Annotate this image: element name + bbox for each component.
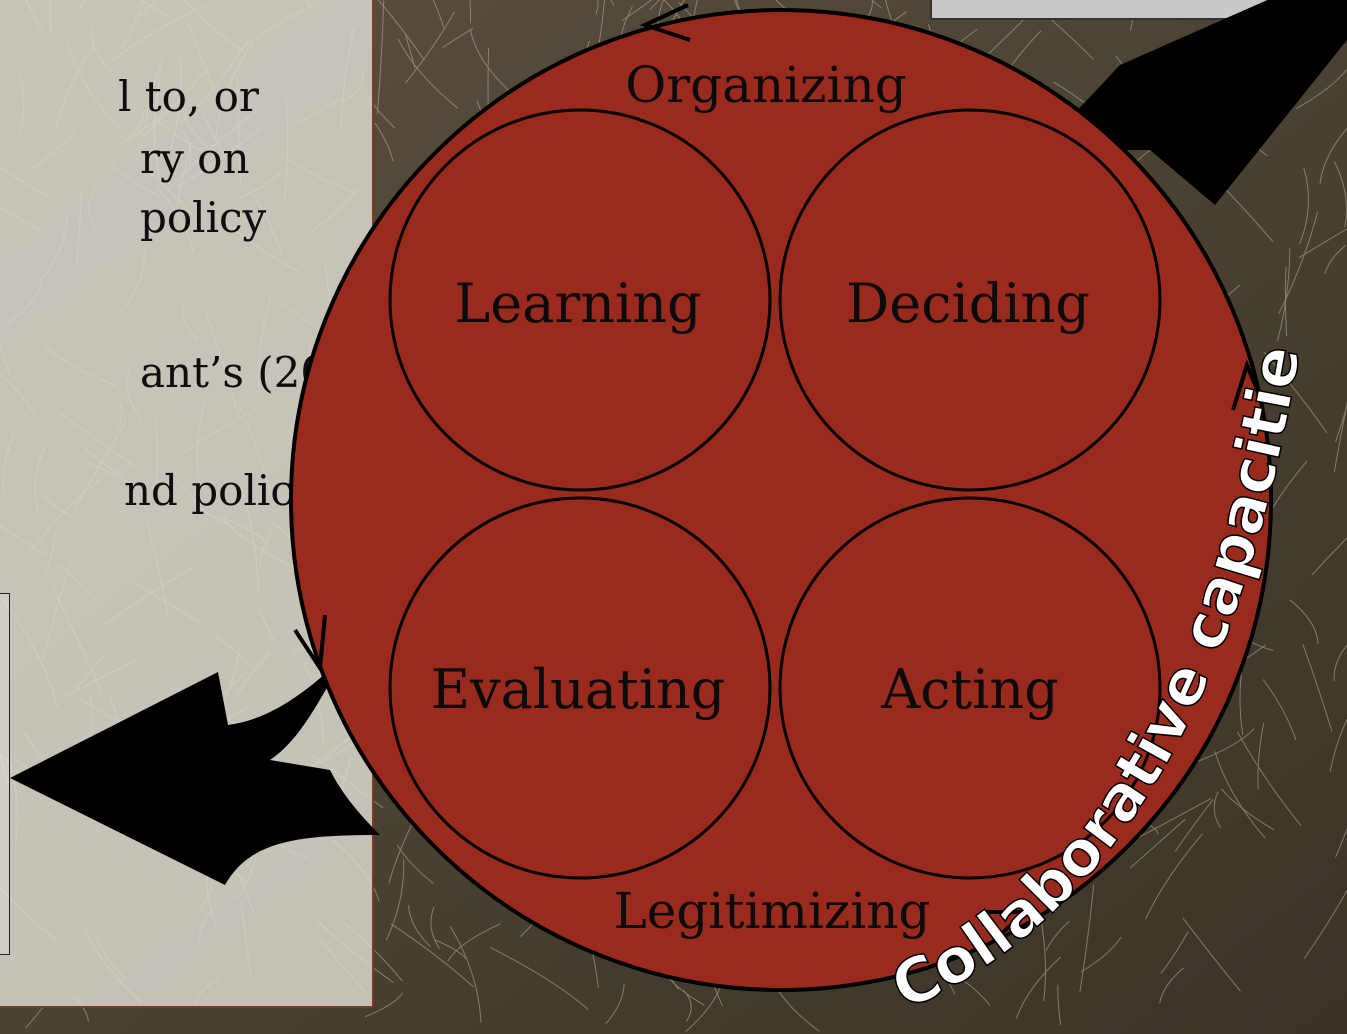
grass-stroke (1333, 644, 1347, 682)
grass-stroke (1303, 889, 1347, 959)
organizing-label: Organizing (625, 56, 906, 114)
grass-stroke (1045, 920, 1070, 951)
grass-stroke (1039, 915, 1046, 1001)
outer-cycle-circle (289, 8, 1273, 992)
grass-stroke (1015, 956, 1062, 1019)
grass-stroke (405, 11, 455, 84)
grass-stroke (1182, 917, 1241, 992)
grass-stroke (1277, 248, 1291, 341)
grass-stroke (1196, 728, 1255, 763)
arrowhead-top-icon (639, 3, 691, 42)
grass-stroke (365, 992, 404, 1018)
grass-stroke (430, 906, 440, 950)
grass-stroke (1213, 791, 1222, 829)
grass-stroke (1333, 161, 1347, 228)
outgoing-arrow (10, 655, 380, 885)
grass-stroke (1302, 644, 1333, 732)
grass-stroke (1129, 818, 1186, 869)
grass-stroke (685, 984, 722, 1032)
arrowhead-bottom-icon (982, 910, 1031, 937)
grass-stroke (1278, 211, 1319, 315)
grass-stroke (1324, 244, 1347, 274)
grass-stroke (1263, 351, 1328, 434)
grass-stroke (408, 904, 432, 948)
grass-stroke (1296, 68, 1347, 109)
grass-stroke (649, 0, 660, 11)
grass-stroke (396, 844, 434, 884)
evaluating-label: Evaluating (431, 658, 726, 721)
grass-stroke (1335, 827, 1347, 858)
grass-stroke (1057, 984, 1062, 1026)
panel-line-1: l to, or (118, 72, 260, 121)
grass-stroke (595, 0, 599, 15)
grass-stroke (1214, 751, 1266, 839)
inner-box (0, 593, 10, 955)
grass-stroke (435, 939, 467, 959)
incoming-arrow (1040, 0, 1347, 205)
deciding-circle (778, 108, 1162, 492)
grass-stroke (449, 926, 482, 1023)
grass-stroke (1236, 731, 1302, 827)
grass-stroke (374, 122, 394, 162)
legitimizing-label: Legitimizing (614, 882, 931, 940)
grass-stroke (1129, 0, 1136, 31)
acting-circle (778, 496, 1162, 880)
grass-stroke (605, 983, 625, 1025)
grass-stroke (489, 946, 589, 1010)
grass-stroke (469, 29, 513, 94)
grass-stroke (442, 27, 474, 48)
learning-label: Learning (454, 272, 701, 335)
grass-stroke (447, 923, 501, 962)
grass-stroke (1080, 936, 1122, 973)
grass-stroke (1299, 167, 1309, 245)
grass-stroke (1257, 722, 1265, 790)
grass-stroke (1333, 401, 1347, 472)
arrowhead-left-icon (293, 614, 327, 674)
grass-stroke (1289, 599, 1319, 644)
grass-stroke (404, 34, 416, 69)
deciding-label: Deciding (846, 272, 1090, 335)
panel-line-3: policy (140, 193, 267, 242)
grass-stroke (871, 0, 882, 9)
grass-stroke (432, 0, 445, 28)
grass-stroke (1160, 931, 1189, 974)
grass-stroke (1174, 799, 1214, 852)
panel-line-5: nd policy (124, 466, 318, 515)
panel-line-2: ry on (140, 134, 250, 183)
acting-label: Acting (880, 658, 1059, 721)
arrowhead-right-icon (1231, 359, 1264, 411)
grass-stroke (376, 0, 385, 114)
grass-stroke (385, 859, 405, 941)
grass-stroke (1159, 967, 1185, 1004)
grass-stroke (1311, 537, 1347, 576)
grass-stroke (1335, 402, 1347, 442)
grass-stroke (469, 0, 472, 24)
grass-stroke (1145, 833, 1203, 920)
evaluating-circle (388, 496, 772, 880)
learning-circle (388, 108, 772, 492)
grass-stroke (622, 0, 653, 21)
grass-stroke (377, 0, 425, 61)
grass-stroke (1262, 679, 1297, 741)
grass-stroke (397, 38, 459, 109)
grass-stroke (1079, 884, 1095, 993)
grass-stroke (390, 923, 474, 988)
grass-stroke (1319, 127, 1347, 185)
